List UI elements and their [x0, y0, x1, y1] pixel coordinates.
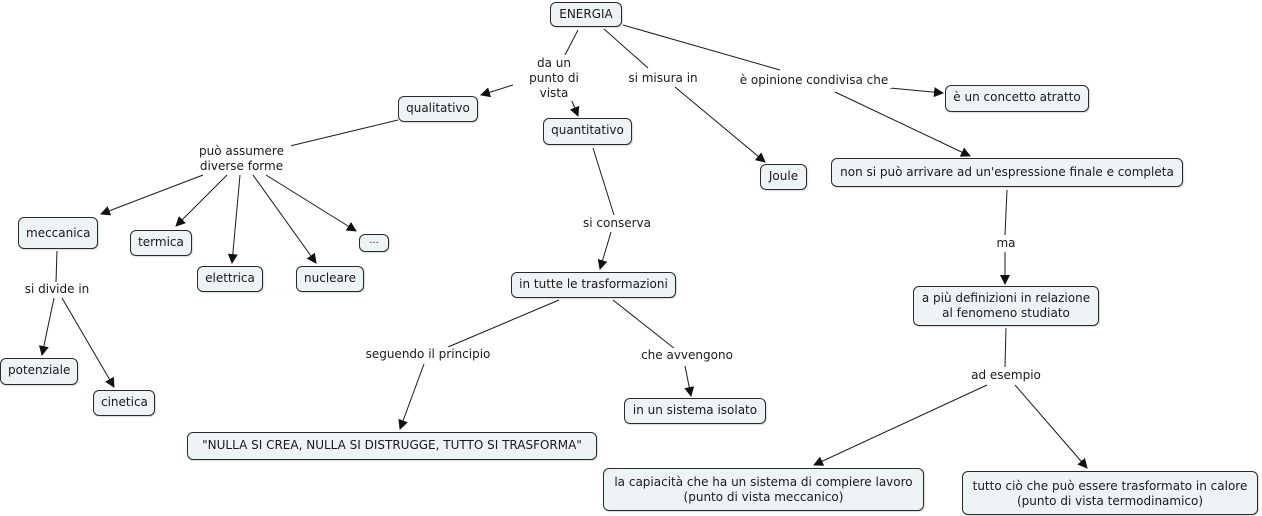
concept-non-si-puo-arrivare[interactable]: non si può arrivare ad un'espressione fi…: [831, 158, 1183, 187]
link-si-conserva: si conserva: [578, 216, 656, 231]
link-si-divide-in: si divide in: [19, 282, 95, 297]
concept-cinetica[interactable]: cinetica: [93, 390, 155, 416]
concept-joule[interactable]: Joule: [760, 164, 807, 190]
edge-ad-esempio-calore: [1014, 384, 1088, 469]
edge-opinione-concetto: [889, 87, 944, 98]
concept-meccanica[interactable]: meccanica: [18, 217, 98, 249]
edge-meccanica-si-divide: [55, 250, 58, 283]
edge-piu-definizioni-ad-esempio: [1004, 327, 1007, 368]
edge-energia-si-misura: [603, 28, 649, 69]
concept-in-tutte-le-trasformazioni[interactable]: in tutte le trasformazioni: [511, 272, 676, 298]
concept-elettrica[interactable]: elettrica: [197, 266, 263, 292]
edge-energia-opinione: [622, 24, 781, 71]
edge-si-divide-potenziale: [38, 297, 55, 356]
edge-qualitativo-puo-assumere: [289, 119, 399, 147]
concept-nucleare[interactable]: nucleare: [296, 266, 364, 292]
concept-energia[interactable]: ENERGIA: [550, 2, 622, 27]
edge-opinione-non-si-puo: [834, 91, 971, 157]
edge-si-misura-joule: [674, 86, 766, 163]
edge-non-si-puo-ma: [1004, 189, 1008, 236]
concept-piu-definizioni[interactable]: a più definizioni in relazione al fenome…: [913, 286, 1099, 326]
link-ad-esempio: ad esempio: [966, 368, 1046, 383]
edge-quantitativo-si-conserva: [592, 147, 615, 216]
edge-ad-esempio-capacita: [813, 384, 988, 466]
link-ma: ma: [991, 236, 1021, 251]
edge-puo-termica: [175, 174, 228, 227]
link-si-misura-in: si misura in: [624, 71, 702, 86]
link-seguendo-il-principio: seguendo il principio: [360, 347, 496, 362]
link-da-un-punto-di-vista: da un punto di vista: [513, 56, 595, 101]
edge-in-tutte-che-avvengono: [612, 299, 676, 350]
concept-concetto-astratto[interactable]: è un concetto atratto: [945, 85, 1089, 112]
edge-energia-da-un-punto: [564, 29, 579, 56]
concept-potenziale[interactable]: potenziale: [0, 358, 78, 385]
link-puo-assumere: può assumere diverse forme: [192, 144, 291, 174]
concept-altro-ellipsis[interactable]: ···: [359, 234, 389, 252]
concept-trasformato-calore[interactable]: tutto ciò che può essere trasformato in …: [962, 471, 1258, 515]
link-opinione-condivisa: è opinione condivisa che: [736, 73, 892, 88]
link-che-avvengono: che avvengono: [635, 348, 739, 363]
edge-puo-elettrica: [227, 174, 241, 264]
concept-capacita-lavoro[interactable]: la capiacità che ha un sistema di compie…: [603, 468, 924, 511]
concept-qualitativo[interactable]: qualitativo: [398, 96, 478, 122]
concept-nulla-si-crea[interactable]: "NULLA SI CREA, NULLA SI DISTRUGGE, TUTT…: [187, 432, 597, 460]
edge-puo-meccanica: [100, 174, 204, 216]
concept-quantitativo[interactable]: quantitativo: [543, 118, 632, 145]
edge-da-un-punto-qualitativo: [480, 84, 514, 98]
edge-si-divide-cinetica: [61, 297, 115, 388]
edge-che-avvengono-sistema: [684, 365, 695, 397]
edge-puo-altro: [265, 174, 357, 232]
edge-seguendo-nulla: [398, 363, 425, 430]
concept-sistema-isolato[interactable]: in un sistema isolato: [624, 398, 766, 424]
edge-si-conserva-in-tutte: [597, 231, 612, 270]
edge-puo-nucleare: [252, 174, 317, 264]
concept-termica[interactable]: termica: [130, 230, 192, 256]
edge-in-tutte-seguendo: [447, 299, 560, 348]
